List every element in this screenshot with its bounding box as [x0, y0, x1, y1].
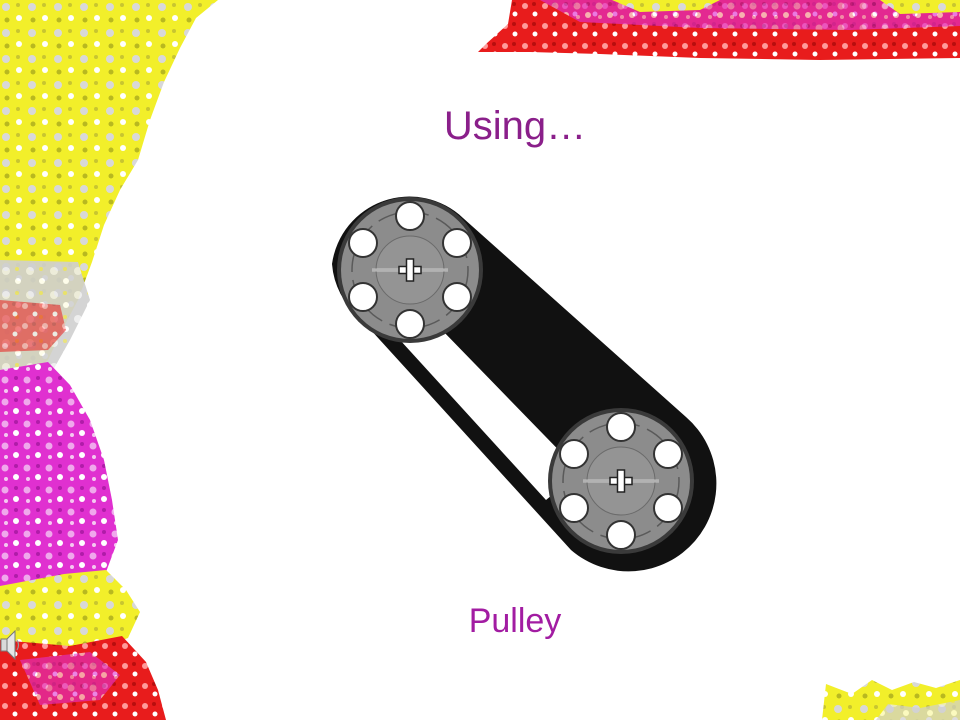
pulley-wheel-icon — [337, 197, 483, 343]
pulley-wheel-icon — [548, 408, 694, 554]
speaker-icon[interactable] — [0, 628, 22, 662]
slide-title: Using… — [443, 104, 587, 148]
slide-caption: Pulley — [468, 602, 562, 640]
